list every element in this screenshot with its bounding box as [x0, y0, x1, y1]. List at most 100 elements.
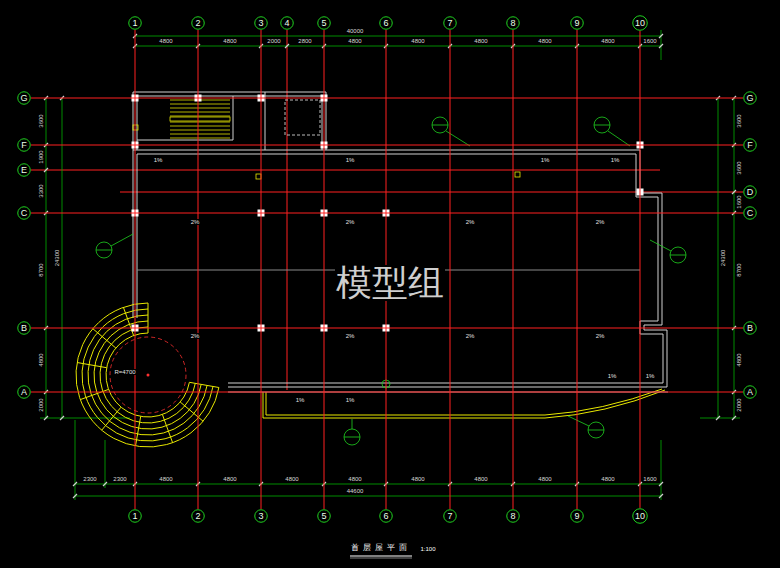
dimension-text: 4800	[222, 476, 237, 482]
axis-number: 2	[195, 512, 200, 521]
dimension-text: 4800	[473, 476, 488, 482]
axis-number: A	[747, 388, 753, 397]
dimension-text: 2000	[736, 397, 742, 412]
dimension-text: 44600	[346, 488, 365, 494]
note-text: 1%	[345, 157, 356, 163]
axis-bubble: 8	[506, 509, 520, 523]
note-text: 2%	[345, 219, 356, 225]
note-text: 1%	[645, 373, 656, 379]
grid-line	[513, 30, 514, 509]
note-text: 1%	[607, 373, 618, 379]
axis-bubble: 8	[506, 16, 520, 30]
dimension-text: 2000	[38, 397, 44, 412]
axis-number: 5	[321, 512, 326, 521]
grid-line	[450, 30, 451, 509]
dimension-text: 2000	[266, 38, 281, 44]
drain-marks	[133, 125, 520, 179]
grid-line	[31, 392, 743, 393]
grid-line	[577, 30, 578, 509]
dimension-text: 4800	[347, 476, 362, 482]
axis-number: 6	[383, 512, 388, 521]
axis-bubble: 4	[280, 16, 294, 30]
dimension-text: 2300	[82, 476, 97, 482]
dimension-text: 4800	[410, 476, 425, 482]
axis-number: 8	[510, 19, 515, 28]
axis-bubble: 7	[443, 16, 457, 30]
axis-bubble: 9	[570, 16, 584, 30]
axis-bubble: 3	[254, 509, 268, 523]
axis-number: 4	[284, 19, 289, 28]
axis-bubble: A	[743, 385, 757, 399]
axis-number: 10	[635, 18, 645, 27]
axis-bubble: C	[743, 206, 757, 220]
dimension-text: 1600	[642, 38, 657, 44]
grid-line	[31, 213, 743, 214]
axis-bubble: A	[17, 385, 31, 399]
radius-circle	[110, 337, 186, 413]
dimension-text: 4800	[158, 38, 173, 44]
dimension-text: 4800	[347, 38, 362, 44]
note-text: 2%	[345, 333, 356, 339]
axis-bubble: F	[743, 138, 757, 152]
axis-bubble: 10	[632, 15, 648, 31]
watermark: 模型组	[335, 265, 445, 301]
stair-hatch	[170, 100, 230, 138]
axis-bubble: E	[17, 163, 31, 177]
axis-number: 3	[258, 19, 263, 28]
axis-bubble: 7	[443, 509, 457, 523]
axis-number: B	[21, 324, 27, 333]
grid-line	[31, 145, 743, 146]
dimension-text: 24300	[54, 249, 60, 268]
axis-number: 7	[447, 19, 452, 28]
axis-number: G	[746, 94, 753, 103]
dimension-lines	[40, 30, 740, 500]
roof-walls	[133, 92, 667, 387]
dimension-text: 1900	[38, 149, 44, 164]
axis-bubble: 6	[379, 509, 393, 523]
grid-line	[135, 30, 136, 509]
dimension-text: 2800	[297, 38, 312, 44]
dimension-text: 2300	[112, 476, 127, 482]
title-underline	[350, 556, 412, 558]
axis-bubble: 1	[128, 509, 142, 523]
axis-number: 5	[321, 19, 326, 28]
dimension-text: 3600	[38, 113, 44, 128]
grid-line	[198, 30, 199, 509]
dimension-text: 4800	[410, 38, 425, 44]
axis-number: 3	[258, 512, 263, 521]
axis-bubble: 5	[317, 16, 331, 30]
axis-bubble: 5	[317, 509, 331, 523]
dimension-text: 4800	[537, 476, 552, 482]
dimension-text: 1600	[736, 194, 742, 209]
axis-number: 1	[132, 19, 137, 28]
dimension-text: 4800	[537, 38, 552, 44]
grid-line	[31, 98, 743, 99]
axis-bubble: D	[743, 185, 757, 199]
axis-number: 1	[132, 512, 137, 521]
note-text: 1%	[295, 397, 306, 403]
dimension-text: 4800	[736, 352, 742, 367]
dimension-text: 8700	[736, 262, 742, 277]
axis-bubble: G	[743, 91, 757, 105]
drawing-title: 首层屋平面	[350, 544, 412, 552]
axis-number: G	[20, 94, 27, 103]
note-text: 1%	[345, 397, 356, 403]
axis-number: 10	[635, 511, 645, 520]
dimension-text: 4800	[222, 38, 237, 44]
axis-number: E	[21, 166, 27, 175]
grid-line	[31, 328, 743, 329]
axis-bubble: 2	[191, 16, 205, 30]
axis-number: 8	[510, 512, 515, 521]
axis-number: 2	[195, 19, 200, 28]
dimension-text: 40000	[346, 28, 365, 34]
note-text: 2%	[465, 333, 476, 339]
axis-bubble: 3	[254, 16, 268, 30]
dimension-text: 4800	[38, 352, 44, 367]
axis-bubble: G	[17, 91, 31, 105]
note-text: R=4700	[113, 369, 136, 375]
note-text: 2%	[595, 219, 606, 225]
dimension-text: 24300	[720, 249, 726, 268]
axis-number: 9	[574, 512, 579, 521]
